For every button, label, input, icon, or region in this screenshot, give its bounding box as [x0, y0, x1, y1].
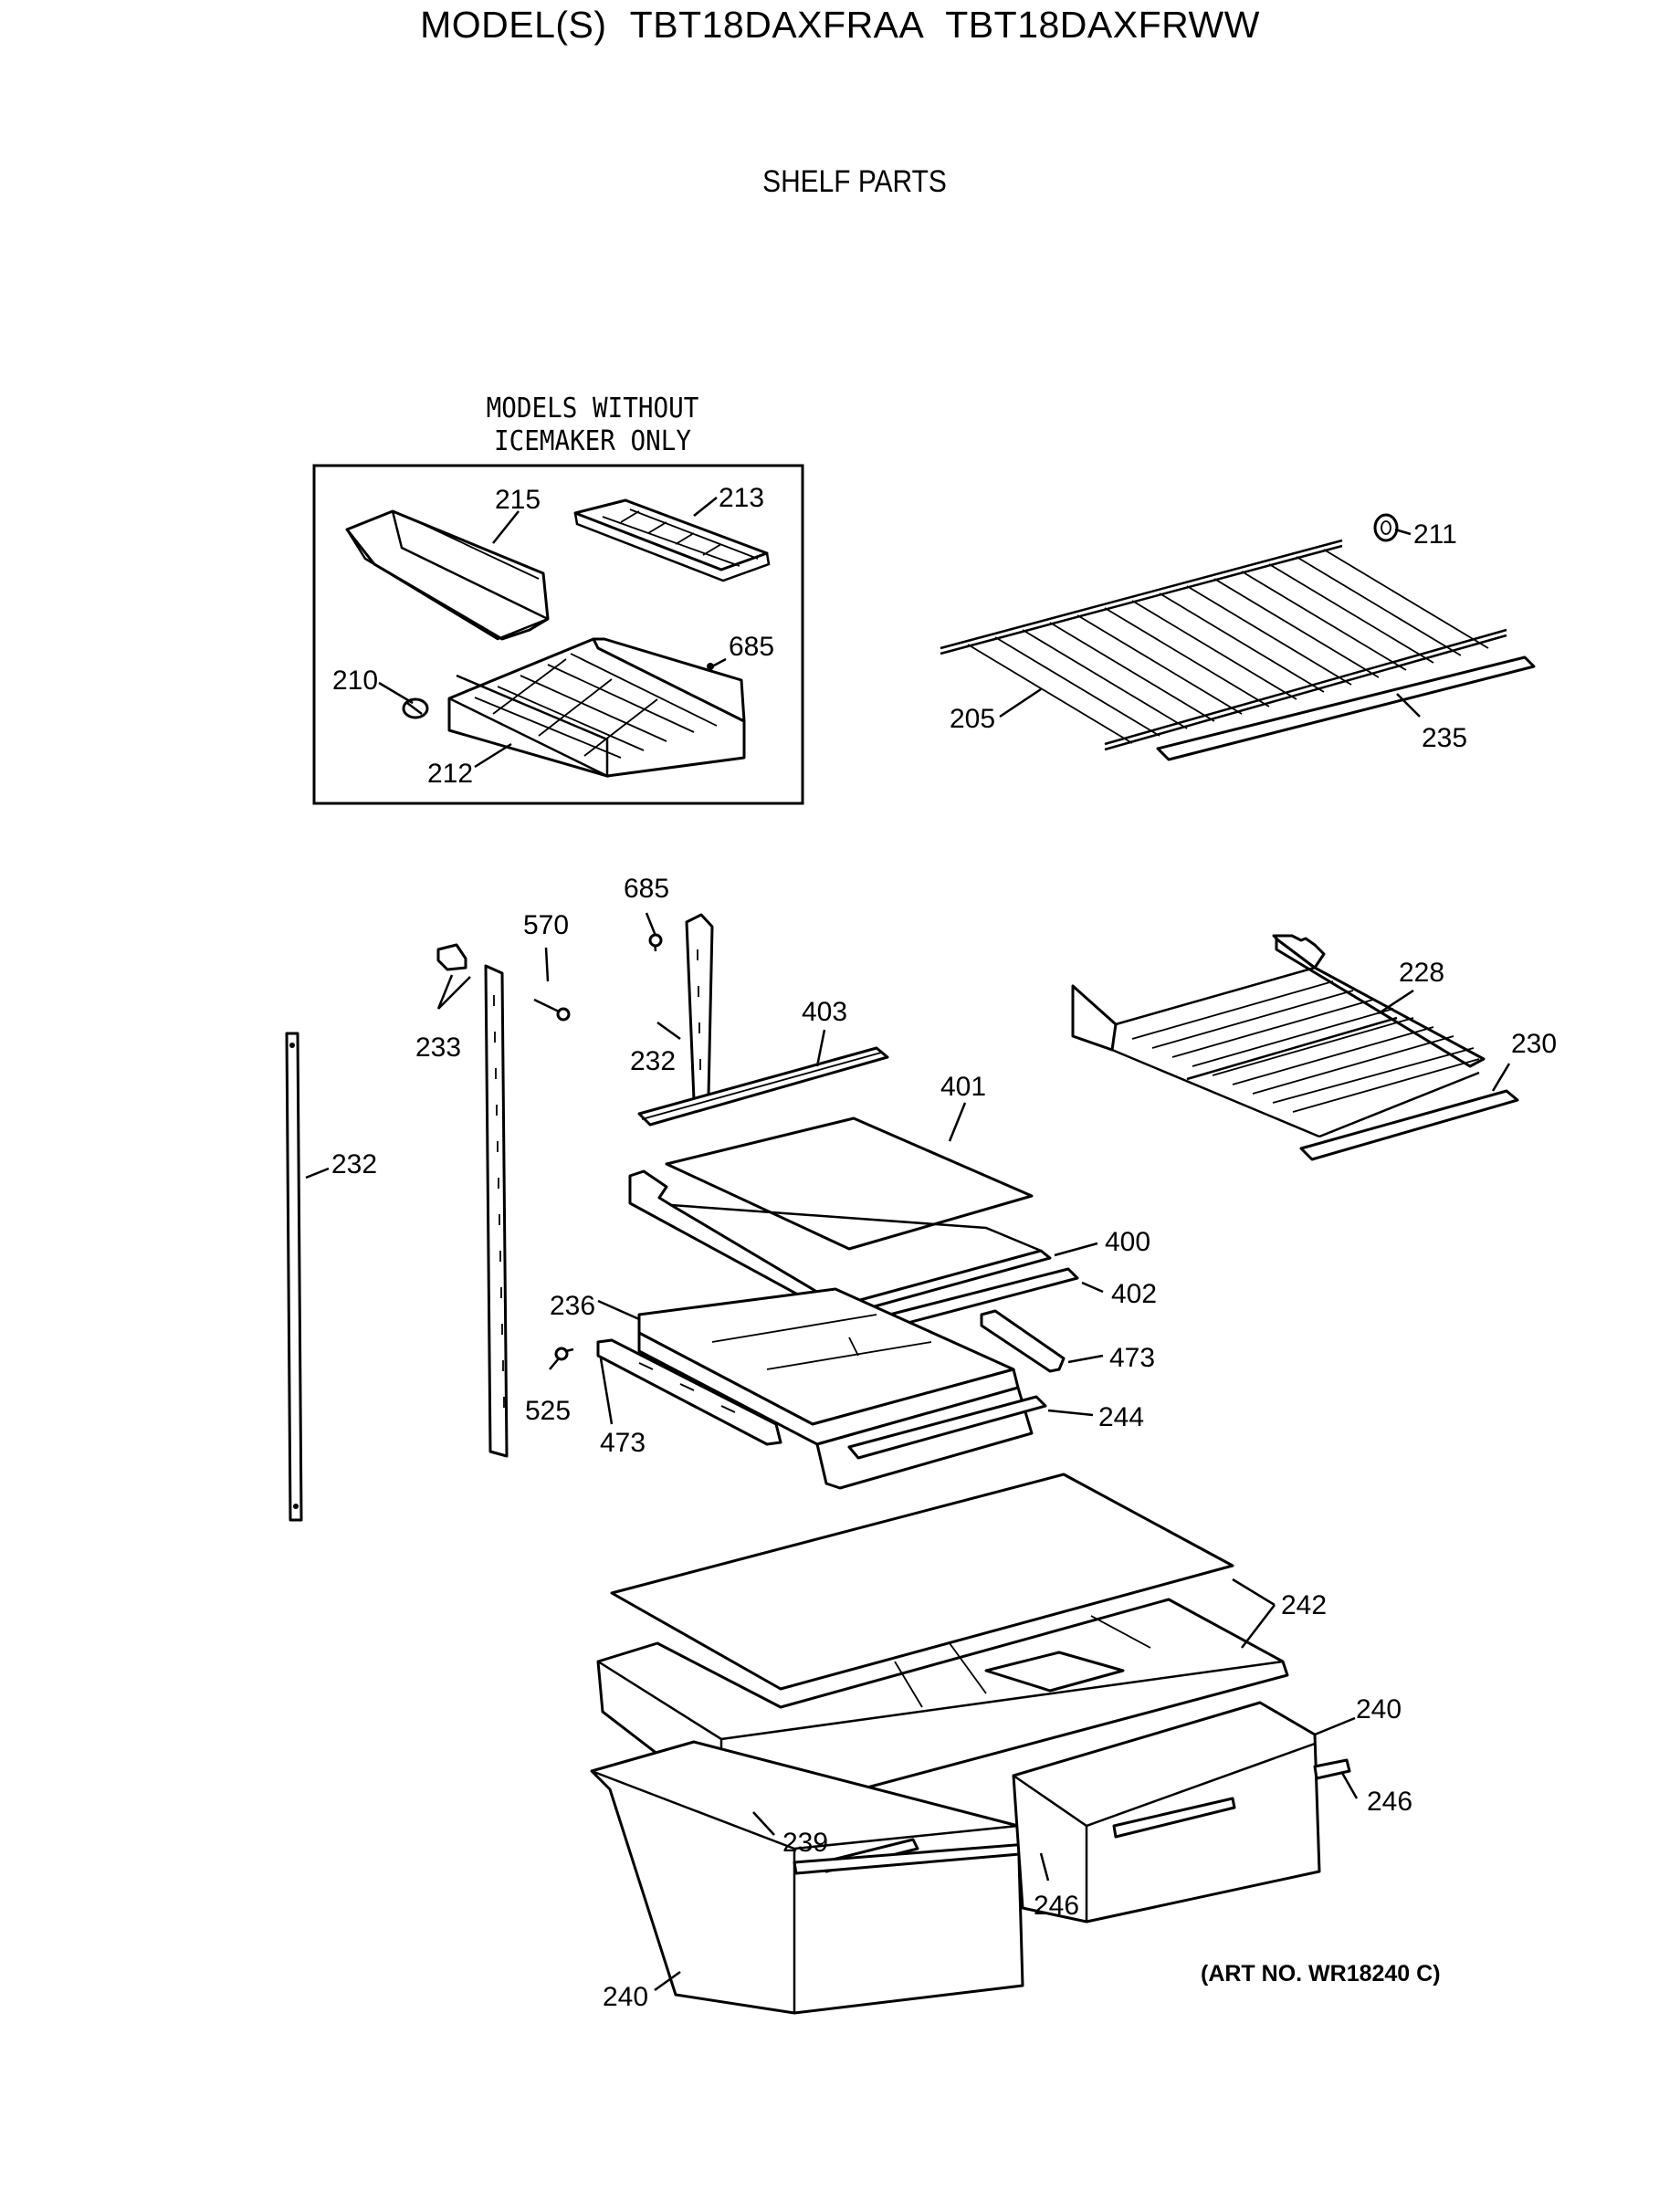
- callout-212: 212: [427, 759, 473, 789]
- inset-caption-line2: ICEMAKER ONLY: [493, 425, 692, 457]
- callout-244: 244: [1098, 1402, 1144, 1432]
- section-subtitle: SHELF PARTS: [762, 164, 947, 199]
- callout-242: 242: [1281, 1590, 1327, 1620]
- callout-233: 233: [415, 1033, 461, 1063]
- callout-685: 685: [624, 874, 669, 904]
- callout-215: 215: [495, 485, 541, 515]
- inset-caption-line1: MODELS WITHOUT: [486, 393, 699, 425]
- callout-228: 228: [1399, 958, 1444, 988]
- icemaker-inset-frame: [312, 464, 804, 805]
- callout-239: 239: [782, 1828, 828, 1858]
- callout-246-left: 246: [1034, 1891, 1079, 1921]
- part-212-ice-tray-shelf: [447, 637, 746, 779]
- part-232-ladder-left: [285, 1032, 303, 1522]
- part-213-ice-tray: [573, 498, 771, 582]
- inset-caption: MODELS WITHOUT ICEMAKER ONLY: [404, 393, 782, 458]
- callout-570: 570: [523, 910, 569, 940]
- part-242-glass-cover: [610, 1473, 1234, 1691]
- part-232-ladder-center-left: [484, 964, 509, 1458]
- callout-230: 230: [1511, 1029, 1557, 1059]
- part-246-drawer-handle-right: [1313, 1758, 1351, 1780]
- part-232-ladder-right: [685, 913, 714, 1102]
- callout-205: 205: [950, 704, 995, 734]
- callout-236: 236: [550, 1291, 595, 1321]
- part-228-slide-out-shelf: [1071, 934, 1486, 1138]
- page-title: MODEL(S) TBT18DAXFRAA TBT18DAXFRWW: [420, 4, 1260, 46]
- callout-213: 213: [719, 483, 764, 513]
- callout-401: 401: [940, 1072, 986, 1102]
- part-473-drawer-rail-left: [596, 1338, 782, 1446]
- callout-246-right: 246: [1367, 1787, 1412, 1817]
- part-210-stop: [402, 697, 429, 719]
- part-685-screw: [648, 933, 663, 952]
- part-205-wire-shelf: [940, 539, 1507, 751]
- part-401-glass-shelf: [665, 1116, 1034, 1251]
- part-240-crisper-drawer-left: [590, 1740, 1024, 2015]
- part-570-screw: [533, 998, 571, 1022]
- part-244-meat-pan-trim: [847, 1395, 1047, 1460]
- callout-232-right: 232: [630, 1046, 676, 1076]
- part-685-screw-inset: [707, 663, 714, 670]
- leader-lines: [305, 497, 1511, 1992]
- callout-labels: 215 213 685 210 212 211 205 235 685 570 …: [331, 483, 1557, 2012]
- callout-403: 403: [802, 997, 847, 1027]
- callout-210: 210: [332, 666, 378, 696]
- callout-211: 211: [1413, 519, 1457, 550]
- callout-232-left: 232: [331, 1149, 377, 1179]
- part-233-clip: [436, 943, 467, 971]
- part-240-crisper-drawer-right: [1012, 1701, 1321, 1924]
- callout-240-left: 240: [603, 1982, 648, 2012]
- callout-473-right: 473: [1109, 1343, 1155, 1373]
- callout-473-left: 473: [600, 1428, 646, 1458]
- part-403-shelf-trim: [637, 1046, 889, 1127]
- callout-525: 525: [525, 1396, 571, 1426]
- part-211-shelf-end-cap: [1373, 513, 1399, 542]
- part-525-screw: [554, 1347, 574, 1361]
- art-number: (ART NO. WR18240 C): [1201, 1961, 1441, 1987]
- part-235-shelf-trim: [1156, 655, 1536, 761]
- callout-400: 400: [1105, 1227, 1150, 1257]
- part-473-drawer-rail-right: [980, 1309, 1066, 1373]
- callout-240-right: 240: [1356, 1694, 1402, 1724]
- callout-685-inset: 685: [729, 632, 774, 662]
- part-215-ice-bucket: [345, 509, 550, 641]
- callout-235: 235: [1422, 723, 1467, 753]
- callout-402: 402: [1111, 1279, 1157, 1309]
- part-230-shelf-trim: [1299, 1089, 1519, 1161]
